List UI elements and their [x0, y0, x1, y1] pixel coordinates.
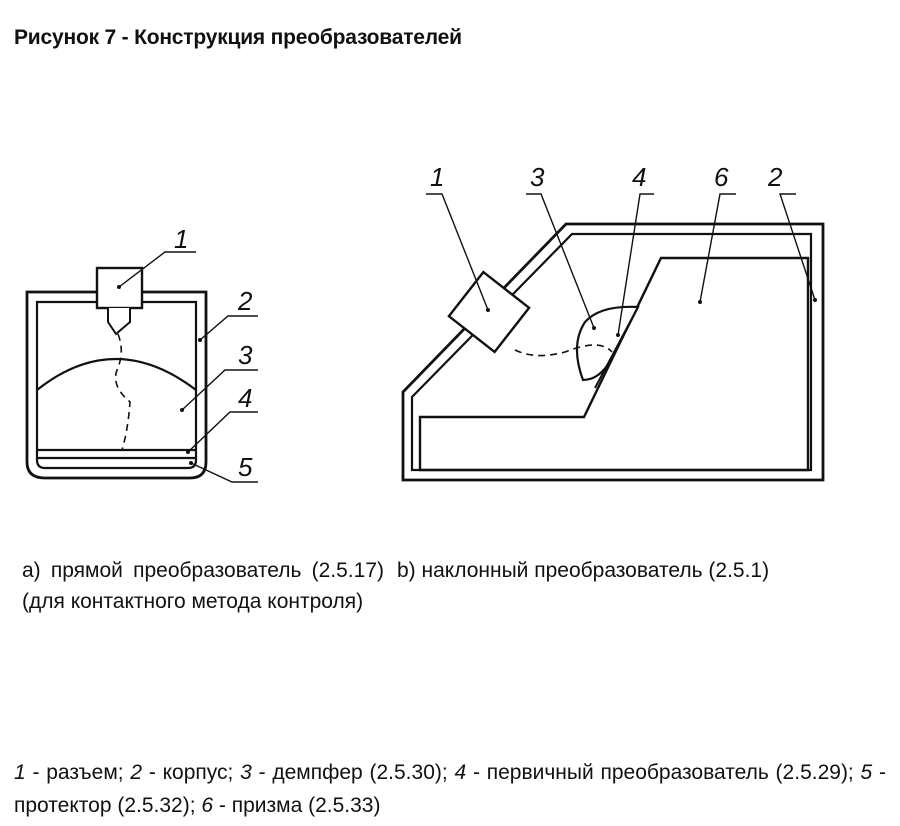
legend-item-6: 6 - призма (2.5.33) [201, 794, 380, 817]
legend-num-3: 3 [240, 761, 252, 784]
leader-b-6 [699, 193, 736, 303]
connector-pin [107, 308, 131, 336]
angle-transducer-drawing [401, 193, 825, 482]
legend-item-4: 4 - первичный преобразователь (2.5.29); [454, 761, 860, 784]
leader-3 [181, 369, 258, 411]
element-b [594, 306, 639, 389]
straight-labels: 1 2 3 4 5 [174, 224, 253, 482]
legend-text-3: - демпфер (2.5.30); [251, 761, 455, 784]
legend-num-6: 6 [201, 794, 214, 817]
legend-num-5: 5 [860, 761, 873, 784]
label-b-2: 2 [767, 162, 783, 192]
figure-title: Рисунок 7 - Конструкция преобразователей [14, 26, 462, 49]
angle-labels: 1 3 4 6 2 [430, 162, 783, 192]
legend-item-2: 2 - корпус; [130, 761, 240, 784]
wire-dashed-b [514, 344, 613, 357]
legend-text-6: - призма (2.5.33) [213, 794, 381, 817]
connector-b [447, 270, 531, 354]
leader-1 [118, 251, 196, 288]
legend-text-5: - протектор (2.5.32); [14, 761, 886, 817]
label-b-6: 6 [714, 162, 729, 192]
prism [418, 256, 810, 472]
legend-text-1: - разъем; [25, 761, 131, 784]
leader-2 [199, 315, 258, 341]
leader-5 [190, 462, 258, 483]
label-b-3: 3 [530, 162, 545, 192]
legend-num-4: 4 [454, 761, 467, 784]
legend-item-5: 5 - протектор (2.5.32); [14, 761, 886, 817]
wire-dashed [114, 333, 131, 451]
legend: 1 - разъем; 2 - корпус; 3 - демпфер (2.5… [14, 756, 886, 822]
leader-b-1 [426, 193, 489, 311]
label-b-1: 1 [430, 162, 444, 192]
legend-num-2: 2 [130, 761, 143, 784]
leader-b-3 [526, 193, 595, 329]
legend-item-3: 3 - демпфер (2.5.30); [240, 761, 454, 784]
housing-outer-b [401, 222, 825, 482]
label-b-4: 4 [632, 162, 646, 192]
leader-b-4 [617, 193, 654, 336]
label-a-4: 4 [238, 383, 252, 413]
legend-item-1: 1 - разъем; [14, 761, 130, 784]
legend-num-1: 1 [14, 761, 26, 784]
leader-4 [187, 411, 258, 453]
housing-inner [35, 300, 198, 470]
legend-text-2: - корпус; [142, 761, 241, 784]
label-a-1: 1 [174, 224, 188, 254]
housing-inner-b [410, 232, 813, 472]
legend-text-4: - первичный преобразователь (2.5.29); [466, 761, 861, 784]
caption-angle: b) наклонный преобразователь (2.5.1) [397, 559, 770, 582]
label-a-3: 3 [238, 340, 253, 370]
damper-curve [36, 357, 197, 391]
label-a-5: 5 [238, 452, 253, 482]
label-a-2: 2 [237, 286, 253, 316]
housing-outer [25, 290, 208, 480]
straight-transducer-drawing [25, 251, 258, 483]
leader-b-2 [779, 193, 816, 301]
caption-straight: а) прямой преобразователь (2.5.17) (для … [22, 559, 384, 613]
